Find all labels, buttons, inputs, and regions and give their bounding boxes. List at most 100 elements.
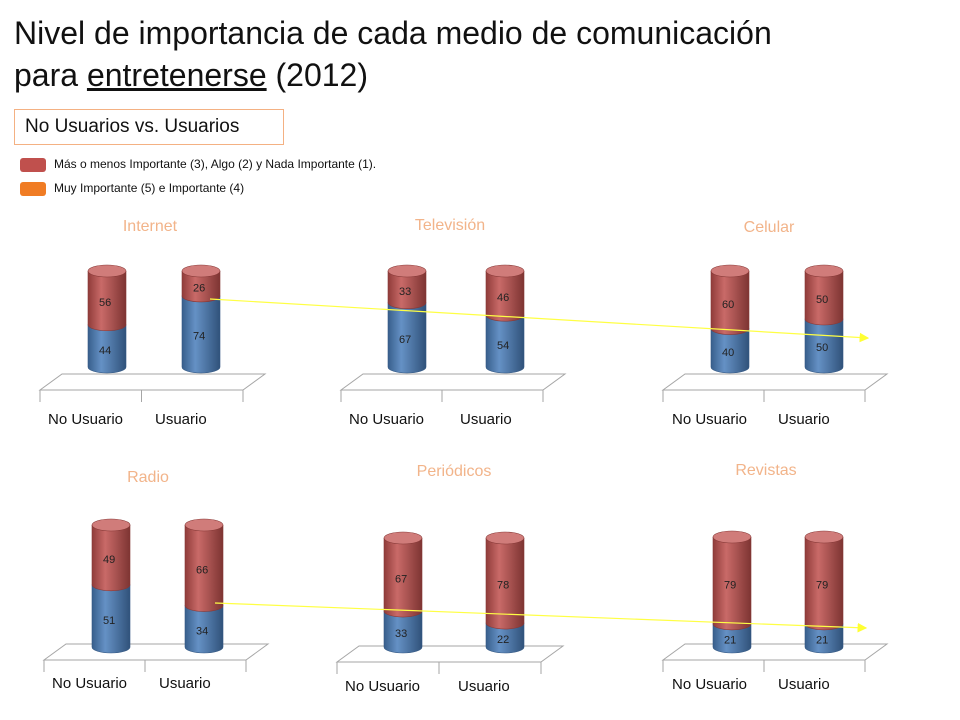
bar-segment — [184, 524, 224, 612]
chart-title-4: Periódicos — [416, 463, 492, 480]
bar-body — [87, 270, 127, 332]
category-label: No Usuario — [52, 675, 128, 692]
bar-top-cap — [87, 264, 127, 278]
title-underlined-word: entretenerse — [86, 57, 267, 93]
bar-segment — [181, 295, 221, 374]
bar-segment — [87, 324, 127, 374]
legend-item-high: Muy Importante (5) e Importante (4) — [20, 180, 244, 196]
data-label: 21 — [724, 634, 736, 646]
legend-swatch-low — [20, 157, 46, 172]
bar-segment — [87, 270, 127, 332]
chart-title-1: Televisión — [414, 217, 486, 234]
data-label: 22 — [497, 634, 509, 646]
bar-body — [387, 302, 427, 374]
bar-top-cap — [712, 530, 752, 544]
category-label: Usuario — [778, 411, 830, 428]
bar-body — [712, 536, 752, 631]
trend-arrow — [209, 298, 870, 343]
bar-top-cap — [710, 264, 750, 278]
bar-body — [184, 524, 224, 612]
data-label: 50 — [816, 294, 828, 306]
category-label: Usuario — [778, 676, 830, 693]
data-label: 74 — [193, 330, 205, 342]
trend-arrow — [214, 602, 868, 633]
bar-body — [710, 270, 750, 335]
data-label: 34 — [196, 625, 208, 637]
category-label: No Usuario — [349, 411, 425, 428]
category-label: Usuario — [458, 678, 510, 695]
bar-body — [181, 295, 221, 374]
chart-2: 40 60 50 50 — [661, 264, 889, 402]
data-label: 51 — [103, 615, 115, 627]
category-label: No Usuario — [48, 411, 124, 428]
data-label: 79 — [816, 579, 828, 591]
data-label: 60 — [722, 299, 734, 311]
bar-body — [383, 537, 423, 618]
data-label: 78 — [497, 580, 509, 592]
data-label: 26 — [193, 282, 205, 294]
bar-top-cap — [485, 264, 525, 278]
data-label: 44 — [99, 345, 111, 357]
bar-segment — [387, 270, 427, 309]
bar-body — [91, 584, 131, 654]
chart-title-3: Radio — [127, 469, 169, 486]
chart-floor — [335, 645, 565, 663]
bar-segment — [181, 270, 221, 303]
category-label: No Usuario — [345, 678, 421, 695]
category-label: Usuario — [460, 411, 512, 428]
legend-label-high: Muy Importante (5) e Importante (4) — [54, 181, 245, 195]
data-label: 33 — [395, 628, 407, 640]
bar-segment — [485, 622, 525, 654]
chart-floor — [38, 373, 267, 391]
chart-floor — [42, 643, 270, 661]
subtitle-box: No Usuarios vs. Usuarios — [14, 109, 284, 145]
chart-title-5: Revistas — [735, 462, 797, 479]
bar-segment — [710, 270, 750, 335]
bar-segment — [804, 270, 844, 326]
bar-top-cap — [485, 531, 525, 545]
bar-body — [804, 623, 844, 654]
chart-floor — [661, 373, 889, 391]
bar-top-cap — [383, 531, 423, 545]
bar-segment — [387, 302, 427, 374]
title-line-2-post: (2012) — [266, 57, 369, 93]
bar-segment — [485, 314, 525, 374]
data-label: 40 — [722, 347, 734, 359]
bar-top-cap — [91, 518, 131, 532]
legend-label-low: Más o menos Importante (3), Algo (2) y N… — [54, 157, 377, 171]
data-label: 79 — [724, 579, 736, 591]
bar-body — [710, 328, 750, 374]
category-label: No Usuario — [672, 411, 748, 428]
data-label: 49 — [103, 554, 115, 566]
chart-floor — [661, 643, 889, 661]
bar-segment — [383, 537, 423, 618]
bar-body — [485, 270, 525, 322]
bar-segment — [383, 610, 423, 654]
bar-top-cap — [181, 264, 221, 278]
data-label: 50 — [816, 342, 828, 354]
bar-segment — [91, 584, 131, 654]
bar-body — [387, 270, 427, 309]
bar-body — [804, 270, 844, 326]
chart-floor — [339, 373, 567, 391]
bar-top-cap — [387, 264, 427, 278]
page-title: Nivel de importancia de cada medio de co… — [14, 12, 944, 96]
bar-body — [87, 324, 127, 374]
bar-segment — [804, 623, 844, 654]
bar-segment — [710, 328, 750, 374]
bar-top-cap — [184, 518, 224, 532]
category-label: No Usuario — [672, 676, 748, 693]
bar-top-cap — [804, 530, 844, 544]
data-label: 67 — [395, 574, 407, 586]
title-line-2-pre: para — [14, 57, 87, 93]
bar-segment — [804, 318, 844, 374]
chart-4: 33 67 22 78 — [335, 531, 565, 674]
data-label: 67 — [399, 334, 411, 346]
bar-body — [383, 610, 423, 654]
bar-segment — [184, 605, 224, 654]
